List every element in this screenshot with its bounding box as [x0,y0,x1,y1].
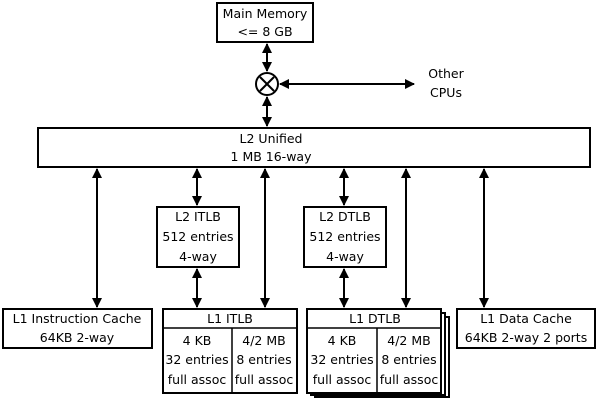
l2-itlb-assoc: 4-way [179,249,217,264]
l1-dtlb-4kb-assoc: full assoc [313,372,372,387]
l2-itlb-entries: 512 entries [162,229,233,244]
l1-dtlb-2mb-entries: 8 entries [381,352,436,367]
l1-itlb-2mb-assoc: full assoc [235,372,294,387]
main-memory-title: Main Memory [223,6,308,21]
l2-unified-box: L2 Unified 1 MB 16-way [37,127,591,168]
crossbar-switch-icon [255,72,279,96]
l1-icache-detail: 64KB 2-way [40,330,115,345]
l1-itlb-2mb-page: 4/2 MB [242,333,285,348]
l1-dtlb-title: L1 DTLB [349,311,401,326]
l1-dtlb-box: L1 DTLB 4 KB 32 entries full assoc 4/2 M… [306,308,450,398]
l1-dtlb-4kb-entries: 32 entries [310,352,373,367]
l1-itlb-title: L1 ITLB [207,311,253,326]
l1-itlb-2mb-entries: 8 entries [236,352,291,367]
other-cpus-line2: CPUs [430,85,462,100]
l2-dtlb-box: L2 DTLB 512 entries 4-way [303,206,387,268]
l1-dtlb-2mb-assoc: full assoc [380,372,439,387]
l1-itlb-4kb-assoc: full assoc [168,372,227,387]
l1-dcache-detail: 64KB 2-way 2 ports [465,330,587,345]
l2-unified-detail: 1 MB 16-way [231,149,313,164]
l1-data-cache-box: L1 Data Cache 64KB 2-way 2 ports [456,308,596,349]
connectors [92,43,489,308]
l1-itlb-box: L1 ITLB 4 KB 32 entries full assoc 4/2 M… [162,308,298,394]
l1-itlb-4kb-page: 4 KB [183,333,212,348]
l1-dcache-title: L1 Data Cache [480,311,572,326]
main-memory-size: <= 8 GB [237,24,292,39]
l1-instruction-cache-box: L1 Instruction Cache 64KB 2-way [2,308,153,349]
l2-dtlb-entries: 512 entries [309,229,380,244]
l2-itlb-title: L2 ITLB [175,209,221,224]
l1-dtlb-2mb-page: 4/2 MB [387,333,430,348]
main-memory-box: Main Memory <= 8 GB [216,2,314,43]
l1-icache-title: L1 Instruction Cache [13,311,142,326]
l1-itlb-4kb-entries: 32 entries [165,352,228,367]
other-cpus-line1: Other [428,66,464,81]
other-cpus-label: Other CPUs [428,66,464,100]
l2-itlb-box: L2 ITLB 512 entries 4-way [156,206,240,268]
l1-dtlb-4kb-page: 4 KB [328,333,357,348]
l2-unified-title: L2 Unified [240,131,303,146]
l2-dtlb-title: L2 DTLB [319,209,371,224]
l2-dtlb-assoc: 4-way [326,249,364,264]
